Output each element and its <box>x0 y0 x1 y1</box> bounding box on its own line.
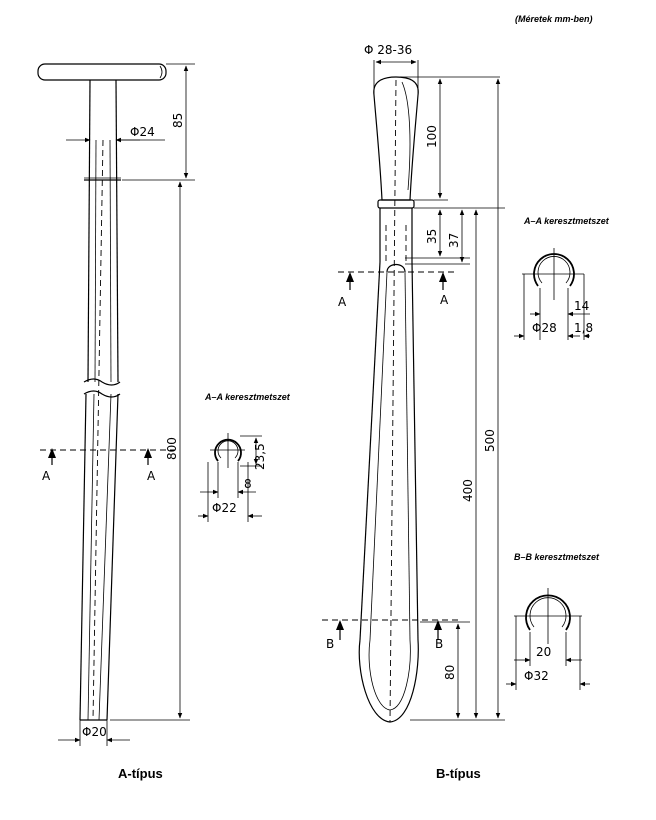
dim-a-section-235: 23,5 <box>253 443 267 470</box>
dim-a-section-dia22: Φ22 <box>212 501 237 515</box>
dim-b-100: 100 <box>425 125 439 148</box>
type-a-probe: 85 800 Φ24 Φ20 A A <box>37 63 195 746</box>
b-section-mark-b-right: B <box>435 637 443 651</box>
units-note: (Méretek mm-ben) <box>515 14 593 24</box>
dim-b-section-a-18: 1,8 <box>574 321 593 335</box>
dim-b-500: 500 <box>483 429 497 452</box>
dim-b-handle-dia: Φ 28-36 <box>364 43 412 57</box>
dim-a-dia24: Φ24 <box>130 125 155 139</box>
dim-b-section-b-dia32: Φ32 <box>524 669 549 683</box>
type-a-handle <box>37 63 167 81</box>
type-b-cross-section-a: A–A keresztmetszet 14 Φ28 1,8 <box>514 216 610 340</box>
type-b-handle <box>373 76 419 201</box>
b-section-mark-a-left: A <box>338 295 347 309</box>
section-mark-a-left: A <box>42 469 51 483</box>
dim-b-section-b-20: 20 <box>536 645 551 659</box>
dim-b-37: 37 <box>447 233 461 248</box>
section-mark-a-right: A <box>147 469 156 483</box>
dim-b-section-a-dia28: Φ28 <box>532 321 557 335</box>
b-section-mark-a-right: A <box>440 293 449 307</box>
type-a-section-title: A–A keresztmetszet <box>204 392 291 402</box>
type-b-cross-section-b: B–B keresztmetszet 20 Φ32 <box>506 552 600 690</box>
type-b-caption: B-típus <box>436 766 481 781</box>
type-b-probe: Φ 28-36 100 35 37 400 500 80 A A <box>322 43 505 723</box>
dim-b-35: 35 <box>425 229 439 244</box>
type-a-caption: A-típus <box>118 766 163 781</box>
type-a-cross-section: A–A keresztmetszet 23,5 8 Φ22 <box>198 392 291 522</box>
type-b-section-a-title: A–A keresztmetszet <box>523 216 610 226</box>
dim-b-400: 400 <box>461 479 475 502</box>
type-b-section-b-title: B–B keresztmetszet <box>514 552 600 562</box>
b-section-mark-b-left: B <box>326 637 334 651</box>
dim-a-85: 85 <box>171 113 185 128</box>
dim-a-800: 800 <box>165 437 179 460</box>
dim-b-80: 80 <box>443 665 457 680</box>
dim-b-section-a-14: 14 <box>574 299 589 313</box>
dim-a-dia20: Φ20 <box>82 725 107 739</box>
